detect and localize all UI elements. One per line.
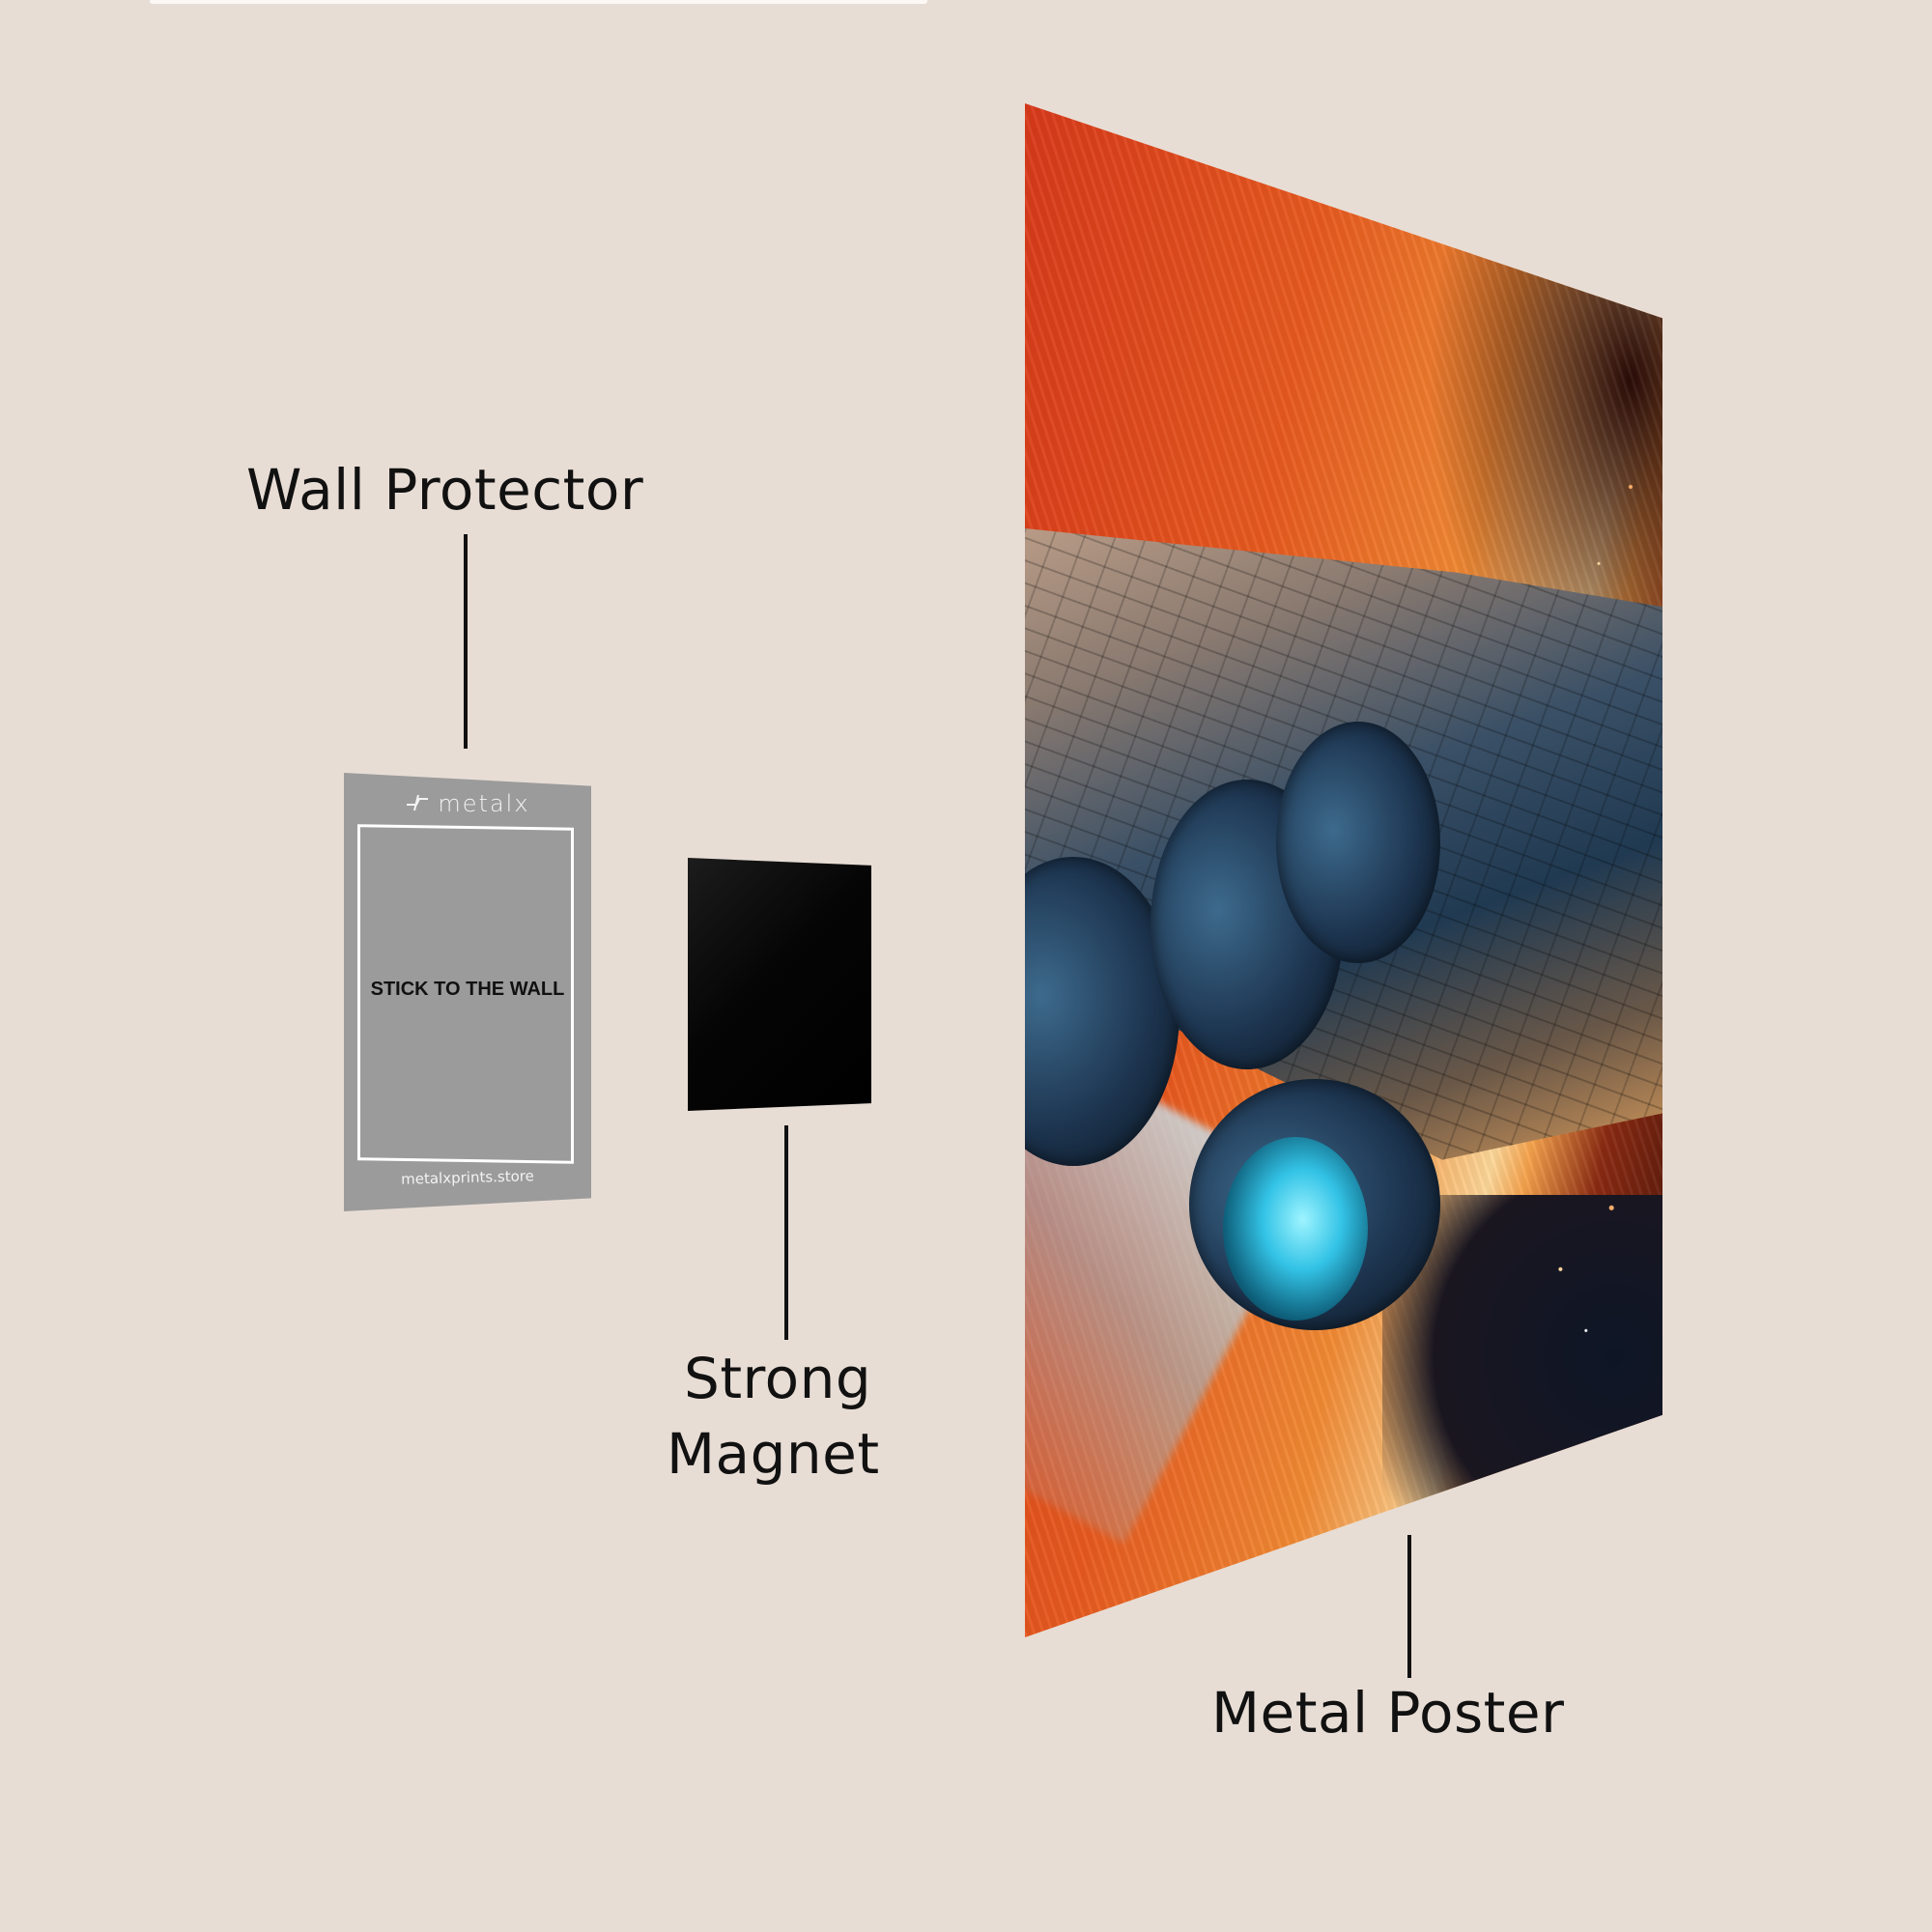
stick-instruction: STICK TO THE WALL — [370, 979, 565, 1000]
store-website: metalxprints.store — [400, 1167, 535, 1188]
metal-poster — [1025, 103, 1662, 1637]
top-edge-strip — [150, 0, 927, 4]
strong-magnet-label-line1: Strong — [684, 1346, 872, 1411]
metal-poster-label: Metal Poster — [1211, 1680, 1565, 1746]
metalx-logo-icon — [405, 791, 430, 818]
engine-glow — [1223, 1137, 1368, 1321]
metal-poster-leader-line — [1407, 1535, 1411, 1678]
spaceship-cylinder — [1276, 722, 1440, 963]
brand-name: metalx — [438, 790, 530, 817]
metalx-brand: metalx — [344, 790, 591, 818]
wall-protector-label: Wall Protector — [246, 457, 644, 523]
strong-magnet-plate — [688, 858, 871, 1111]
wall-protector-leader-line — [464, 534, 468, 749]
wall-protector-sheet: metalx STICK TO THE WALL metalxprints.st… — [344, 773, 591, 1211]
strong-magnet-label-line2: Magnet — [667, 1421, 880, 1487]
strong-magnet-leader-line — [784, 1125, 788, 1340]
